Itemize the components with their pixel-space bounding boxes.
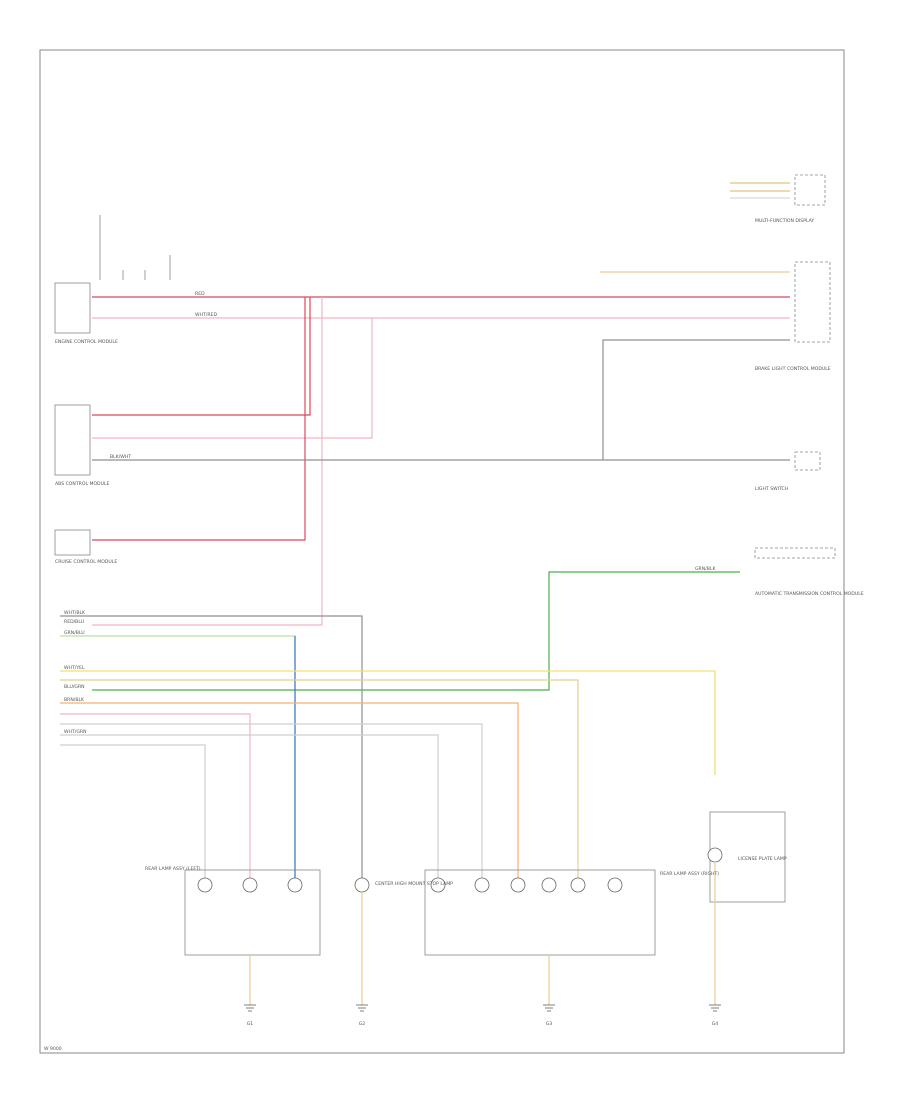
wire-pink-abs xyxy=(92,318,373,439)
label-rear-lamp-right: REAR LAMP ASSY (RIGHT) xyxy=(660,871,719,877)
label-cruise: CRUISE CONTROL MODULE xyxy=(55,559,117,565)
wire-label-blu-grn: BLU/GRN xyxy=(64,684,85,690)
wire-label-blk-wht: BLK/WHT xyxy=(110,454,131,460)
wire-label-wht-red: WHT/RED xyxy=(195,312,217,318)
label-lamp-ctrl: BRAKE LIGHT CONTROL MODULE xyxy=(755,366,831,372)
wire-gray-vert xyxy=(602,339,790,460)
auto-trans-box xyxy=(754,547,836,559)
footer-code: W 9000 xyxy=(44,1046,62,1052)
label-ground-3: G3 xyxy=(546,1021,553,1027)
label-rear-lamp-left: REAR LAMP ASSY (LEFT) xyxy=(145,866,201,872)
label-license: LICENSE PLATE LAMP xyxy=(738,856,787,862)
label-center-lamp: CENTER HIGH MOUNT STOP LAMP xyxy=(375,881,453,887)
cruise-box xyxy=(54,529,91,556)
wire-label-wht-grn: WHT/GRN xyxy=(64,729,87,735)
label-mfd: MULTI-FUNCTION DISPLAY xyxy=(755,218,814,224)
abs-box xyxy=(54,404,91,476)
wire-label-wht-yel: WHT/YEL xyxy=(64,665,85,671)
wire-label-wht-blk: WHT/BLK xyxy=(64,610,86,616)
wire-harness-lower xyxy=(60,615,716,885)
label-auto-trans: AUTOMATIC TRANSMISSION CONTROL MODULE xyxy=(755,591,864,597)
rear-lamp-left-box xyxy=(184,869,321,956)
label-light-switch: LIGHT SWITCH xyxy=(755,486,788,492)
wire-red-cruise xyxy=(92,297,306,541)
wire-label-red: RED xyxy=(195,291,205,297)
diagram-frame xyxy=(39,49,845,1054)
brake-light-module-box xyxy=(794,261,831,343)
right-ground-box xyxy=(794,451,821,471)
wire-label-red-blu: RED/BLU xyxy=(64,619,84,625)
wire-green xyxy=(92,571,740,691)
label-ground-4: G4 xyxy=(712,1021,719,1027)
wire-label-grn-blk: GRN/BLK xyxy=(695,566,716,572)
ground-drops xyxy=(244,862,721,1012)
label-ground-2: G2 xyxy=(359,1021,366,1027)
bulbs xyxy=(197,847,723,893)
ecm-pin-stubs xyxy=(99,215,171,280)
ecm-box xyxy=(54,282,91,334)
wire-label-grn-blu: GRN/BLU xyxy=(64,630,85,636)
top-right-connector xyxy=(730,174,826,206)
wire-label-brn-blk: BRN/BLK xyxy=(64,697,85,703)
label-ecm: ENGINE CONTROL MODULE xyxy=(55,339,118,345)
wire-pink-drop xyxy=(92,297,323,626)
rear-lamp-right-box xyxy=(424,869,656,956)
label-abs: ABS CONTROL MODULE xyxy=(55,481,110,487)
label-ground-1: G1 xyxy=(247,1021,254,1027)
wire-red-drop-abs xyxy=(92,297,311,416)
